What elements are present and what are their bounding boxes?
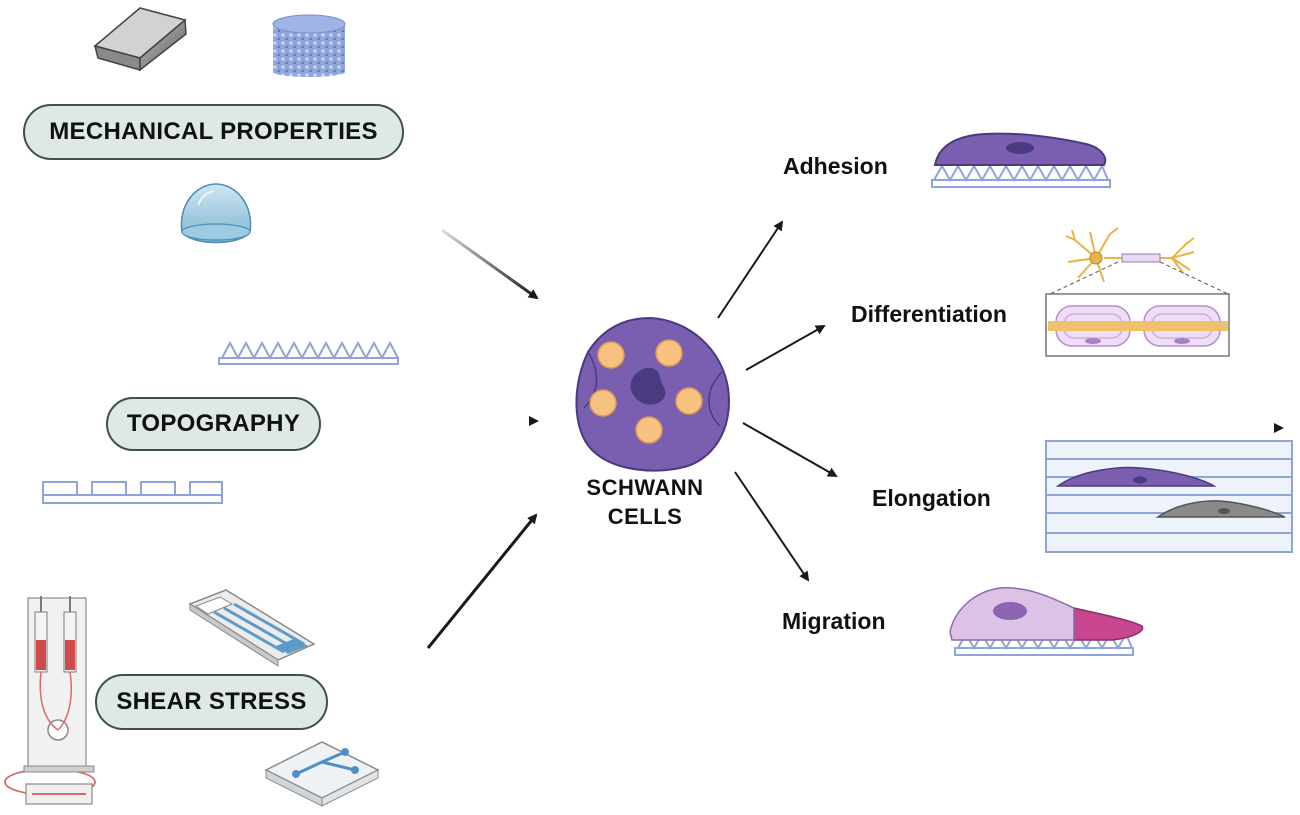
adhesion-label: Adhesion	[783, 153, 888, 179]
schwann-label-line2: CELLS	[607, 504, 683, 529]
migration-label: Migration	[782, 608, 886, 634]
porous-scaffold-icon	[272, 14, 346, 77]
rectangular-grooves-substrate-icon	[42, 481, 223, 504]
shear-stress-pill: SHEAR STRESS	[95, 674, 328, 730]
hydrogel-drop-icon	[180, 183, 252, 244]
mechanical-arrow	[441, 228, 539, 300]
mechanical-properties-label: MECHANICAL PROPERTIES	[49, 118, 378, 145]
migration-arrow	[734, 471, 810, 582]
microfluidic-chip-icon	[264, 741, 380, 807]
schwann-cells-label: SCHWANN CELLS	[570, 473, 720, 531]
shear-arrow	[426, 513, 538, 649]
topography-label: TOPOGRAPHY	[126, 410, 301, 437]
metal-ingot-icon	[93, 7, 187, 72]
adhesion-arrow	[717, 220, 784, 319]
flow-chamber-slide-icon	[188, 589, 316, 667]
differentiation-arrow	[745, 325, 826, 371]
elongation-arrow	[742, 422, 838, 477]
perfusion-bioreactor-icon	[4, 596, 96, 805]
schwann-label-line1: SCHWANN	[586, 475, 704, 500]
migrating-cell-icon	[949, 587, 1144, 656]
aligned-channels-elongated-cells-icon	[1045, 423, 1293, 553]
mechanical-properties-pill: MECHANICAL PROPERTIES	[23, 104, 404, 160]
elongation-label: Elongation	[872, 485, 991, 511]
topography-pill: TOPOGRAPHY	[106, 397, 321, 451]
adherent-cell-icon	[931, 132, 1111, 188]
shear-stress-label: SHEAR STRESS	[116, 688, 307, 715]
differentiation-label: Differentiation	[851, 301, 1007, 327]
schwann-cell-icon	[575, 316, 730, 472]
triangular-grooves-substrate-icon	[218, 340, 399, 365]
myelinated-neuron-icon	[1045, 227, 1230, 357]
